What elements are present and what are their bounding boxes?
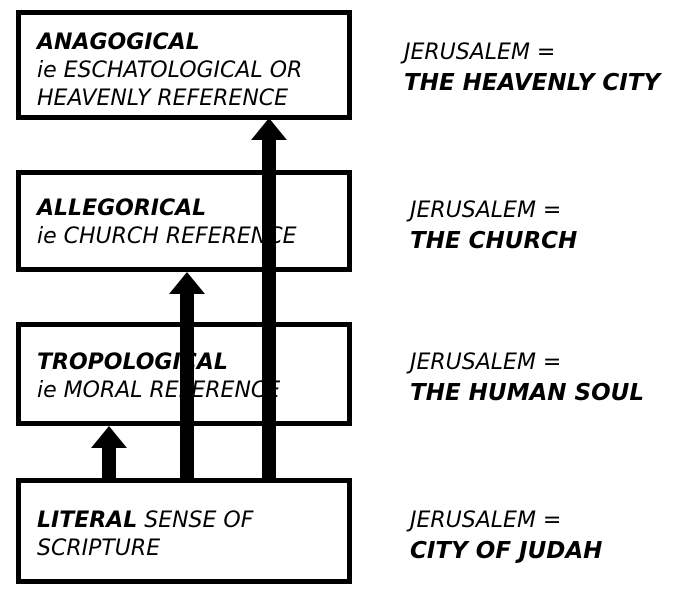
desc-tropological-1: ie MORAL REFERENCE bbox=[37, 378, 281, 403]
box-allegorical: ALLEGORICAL ie CHURCH REFERENCE bbox=[16, 170, 352, 272]
meaning-tropological: JERUSALEM = THE HUMAN SOUL bbox=[410, 348, 644, 409]
desc-allegorical-1: ie CHURCH REFERENCE bbox=[37, 224, 297, 249]
value-tropological: THE HUMAN SOUL bbox=[410, 380, 644, 406]
box-literal-text: LITERAL SENSE OF SCRIPTURE bbox=[37, 507, 253, 563]
label-tropological: TROPOLOGICAL bbox=[37, 350, 228, 375]
meaning-literal: JERUSALEM = CITY OF JUDAH bbox=[410, 506, 602, 567]
box-literal: LITERAL SENSE OF SCRIPTURE bbox=[16, 478, 352, 584]
eq-literal: JERUSALEM = bbox=[410, 508, 562, 533]
arrow-literal-to-allegorical bbox=[180, 290, 194, 478]
label-allegorical: ALLEGORICAL bbox=[37, 196, 207, 221]
box-allegorical-text: ALLEGORICAL ie CHURCH REFERENCE bbox=[37, 195, 296, 251]
value-anagogical: THE HEAVENLY CITY bbox=[404, 70, 661, 96]
eq-tropological: JERUSALEM = bbox=[410, 350, 562, 375]
value-allegorical: THE CHURCH bbox=[410, 228, 578, 254]
label-literal: LITERAL bbox=[37, 508, 138, 533]
meaning-allegorical: JERUSALEM = THE CHURCH bbox=[410, 196, 577, 257]
box-tropological-text: TROPOLOGICAL ie MORAL REFERENCE bbox=[37, 349, 280, 405]
meaning-anagogical: JERUSALEM = THE HEAVENLY CITY bbox=[404, 38, 660, 99]
arrow-head-literal-to-allegorical bbox=[169, 272, 205, 294]
box-anagogical: ANAGOGICAL ie ESCHATOLOGICAL OR HEAVENLY… bbox=[16, 10, 352, 120]
arrow-head-literal-to-anagogical bbox=[251, 118, 287, 140]
eq-allegorical: JERUSALEM = bbox=[410, 198, 562, 223]
desc-literal-2: SCRIPTURE bbox=[37, 536, 161, 561]
desc-anagogical-2: HEAVENLY REFERENCE bbox=[37, 86, 289, 111]
desc-anagogical-1: ie ESCHATOLOGICAL OR bbox=[37, 58, 303, 83]
eq-anagogical: JERUSALEM = bbox=[404, 40, 556, 65]
arrow-literal-to-anagogical bbox=[262, 138, 276, 478]
arrow-literal-to-tropological bbox=[102, 446, 116, 478]
label-anagogical: ANAGOGICAL bbox=[37, 30, 200, 55]
arrow-head-literal-to-tropological bbox=[91, 426, 127, 448]
value-literal: CITY OF JUDAH bbox=[410, 538, 603, 564]
box-anagogical-text: ANAGOGICAL ie ESCHATOLOGICAL OR HEAVENLY… bbox=[37, 29, 302, 113]
desc-literal-1: SENSE OF bbox=[137, 508, 254, 533]
